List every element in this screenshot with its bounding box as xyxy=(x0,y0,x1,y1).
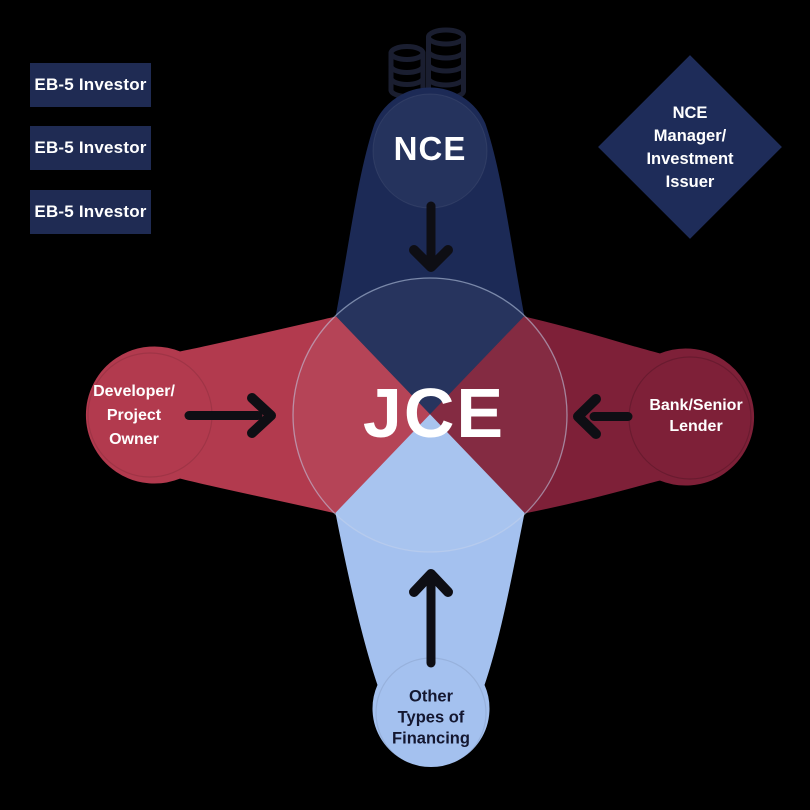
nce-manager-line: Investment xyxy=(646,150,734,168)
arrow-left-icon xyxy=(573,394,633,439)
jce-label: JCE xyxy=(362,374,506,452)
arrow-right-icon xyxy=(184,393,276,438)
bank-lender-label: Bank/Senior Lender xyxy=(649,395,742,437)
developer-line: Developer/ xyxy=(93,383,175,400)
developer-label: Developer/ Project Owner xyxy=(93,380,175,452)
developer-line: Project xyxy=(106,407,162,424)
arrow-up-icon xyxy=(409,569,453,668)
eb5-investor-box-2: EB-5 Investor xyxy=(30,126,151,170)
eb5-investor-box-3: EB-5 Investor xyxy=(30,190,151,234)
other-financing-line: Types of xyxy=(397,708,465,727)
other-financing-line: Financing xyxy=(392,729,470,748)
nce-manager-label: NCE Manager/ Investment Issuer xyxy=(646,102,733,194)
nce-manager-line: NCE xyxy=(672,104,708,122)
bank-lender-line: Bank/Senior xyxy=(649,397,743,414)
jce-center-circle xyxy=(292,277,568,553)
arrow-down-icon xyxy=(409,201,453,272)
nce-manager-line: Issuer xyxy=(665,173,715,191)
bank-lender-line: Lender xyxy=(669,418,723,435)
nce-manager-line: Manager/ xyxy=(653,127,727,145)
other-financing-label: Other Types of Financing xyxy=(392,687,470,750)
nce-label: NCE xyxy=(393,130,467,167)
eb5-investor-box-1: EB-5 Investor xyxy=(30,63,151,107)
developer-line: Owner xyxy=(109,431,159,448)
other-financing-line: Other xyxy=(408,687,454,706)
